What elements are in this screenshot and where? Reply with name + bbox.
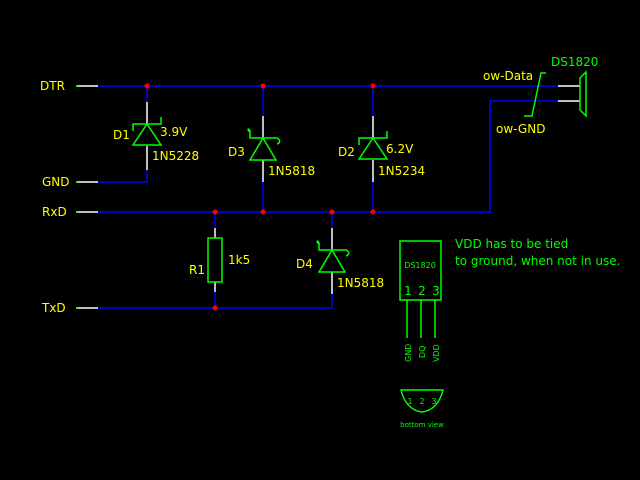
note: VDD has to be tied to ground, when not i… xyxy=(455,237,620,268)
d4-ref: D4 xyxy=(296,257,313,271)
d4-triangle xyxy=(317,248,347,273)
wire-rxd xyxy=(98,100,558,213)
note-line-1: VDD has to be tied xyxy=(455,237,568,251)
wire-txd xyxy=(98,294,333,309)
wires xyxy=(98,85,558,309)
d2-triangle xyxy=(357,136,389,160)
pin-marker xyxy=(76,181,78,183)
d2-part: 1N5234 xyxy=(378,164,425,178)
d2-zener-bar xyxy=(358,131,388,145)
connector-ds1820[interactable]: DS1820 ow-Data ow-GND xyxy=(483,55,598,136)
connector-ref: DS1820 xyxy=(551,55,598,69)
resistor-r1[interactable]: R1 1k5 xyxy=(189,228,250,292)
package-pin-3: 3 xyxy=(432,284,440,298)
junction-dot xyxy=(212,305,218,311)
d3-ref: D3 xyxy=(228,145,245,159)
net-label-ow-data: ow-Data xyxy=(483,69,533,83)
port-label-txd: TxD xyxy=(41,301,66,315)
package-ds1820: DS1820 1 2 3 GND DQ VDD 1 2 3 bottom vie… xyxy=(399,240,444,429)
d4-schottky-bar xyxy=(316,240,350,257)
wire-gnd xyxy=(98,170,148,183)
port-label-gnd: GND xyxy=(42,175,70,189)
d1-value: 3.9V xyxy=(160,125,188,139)
package-pin-2: 2 xyxy=(418,284,426,298)
d1-ref: D1 xyxy=(113,128,130,142)
note-line-2: to ground, when not in use. xyxy=(455,254,620,268)
connector-body xyxy=(579,70,587,118)
d3-part: 1N5818 xyxy=(268,164,315,178)
d1-zener-bar xyxy=(132,117,162,131)
d3-triangle xyxy=(248,136,278,161)
junction-dot xyxy=(144,83,150,89)
package-name: DS1820 xyxy=(404,261,436,270)
junction-dot xyxy=(260,83,266,89)
bottom-view-label: bottom view xyxy=(400,421,444,429)
r1-body xyxy=(207,237,223,283)
d3-schottky-bar xyxy=(247,128,281,145)
junction-dot xyxy=(212,209,218,215)
junction-dot xyxy=(329,209,335,215)
junction-dot xyxy=(260,209,266,215)
diode-d2[interactable]: D2 6.2V 1N5234 xyxy=(338,116,425,182)
pin-marker xyxy=(76,211,78,213)
r1-value: 1k5 xyxy=(228,253,250,267)
bottom-pin-2: 2 xyxy=(419,397,424,406)
pin-marker xyxy=(76,85,78,87)
bottom-pin-1: 1 xyxy=(407,397,412,406)
junctions xyxy=(144,83,376,311)
pin-name-dq: DQ xyxy=(418,346,427,358)
port-stubs xyxy=(76,85,98,309)
d2-ref: D2 xyxy=(338,145,355,159)
bottom-view-outline xyxy=(400,389,444,413)
r1-ref: R1 xyxy=(189,263,205,277)
d2-value: 6.2V xyxy=(386,142,414,156)
diode-d3[interactable]: D3 1N5818 xyxy=(228,116,315,182)
pin-marker xyxy=(76,307,78,309)
d1-part: 1N5228 xyxy=(152,149,199,163)
d1-triangle xyxy=(131,122,163,146)
diode-d4[interactable]: D4 1N5818 xyxy=(296,228,384,294)
port-label-rxd: RxD xyxy=(42,205,67,219)
bus-line xyxy=(524,72,546,117)
package-pin-1: 1 xyxy=(404,284,412,298)
d4-part: 1N5818 xyxy=(337,276,384,290)
junction-dot xyxy=(370,83,376,89)
bottom-pin-3: 3 xyxy=(431,397,436,406)
pin-name-gnd: GND xyxy=(404,344,413,362)
diode-d1[interactable]: D1 3.9V 1N5228 xyxy=(113,102,199,170)
port-label-dtr: DTR xyxy=(40,79,65,93)
junction-dot xyxy=(370,209,376,215)
net-label-ow-gnd: ow-GND xyxy=(496,122,545,136)
pin-name-vdd: VDD xyxy=(432,344,441,362)
